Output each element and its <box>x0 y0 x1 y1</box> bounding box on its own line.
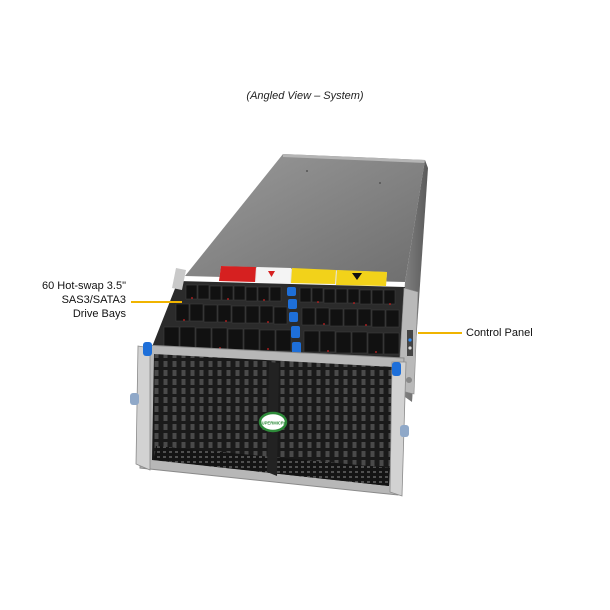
drive-bays-label-line3: Drive Bays <box>72 308 126 320</box>
badge-logo-text: SUPERMICRO <box>259 421 288 426</box>
chassis-top-cover <box>185 154 425 282</box>
left-handle <box>130 342 152 471</box>
drive-bays-label-line2: SAS3/SATA3 <box>61 294 126 306</box>
right-handle <box>389 361 409 497</box>
brand-badge: SUPERMICRO <box>258 411 288 433</box>
drive-bays-label-line1: 60 Hot-swap 3.5" <box>41 280 126 292</box>
left-side-rail <box>172 268 186 290</box>
chassis-top-rear-edge <box>283 154 425 163</box>
drive-bays-callout: 60 Hot-swap 3.5" SAS3/SATA3 Drive Bays <box>30 279 126 321</box>
drive-trays <box>163 284 400 355</box>
center-divider-blue <box>287 287 301 354</box>
control-panel-callout: Control Panel <box>466 327 533 339</box>
figure-caption: (Angled View – System) <box>246 90 364 102</box>
